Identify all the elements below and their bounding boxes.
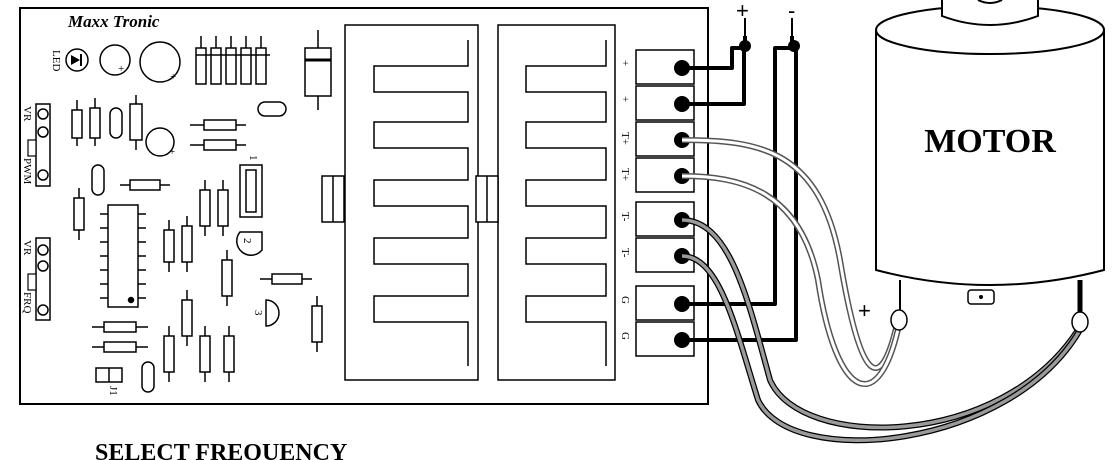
pin-header: 1 <box>239 155 263 218</box>
motor-plus-label: + <box>858 298 871 323</box>
transistor-3-label: 3 <box>252 310 264 316</box>
diode-component <box>304 30 332 110</box>
oval-pad <box>257 101 287 117</box>
motor: MOTOR <box>875 0 1105 333</box>
terminal-label-6: T- <box>619 248 631 258</box>
supply-plus-label: + <box>736 0 749 23</box>
transistor-2: 2 <box>236 231 263 256</box>
resistor-group-horizontal <box>92 119 312 353</box>
transistor-3: 3 <box>252 299 280 327</box>
cap-mid-plus-label: + <box>169 146 175 158</box>
terminal-label-8: G <box>619 332 631 340</box>
supply-minus-node <box>788 40 800 52</box>
jumper-label: J1 <box>107 386 119 396</box>
supply-minus-label: - <box>788 0 795 23</box>
terminal-label-3: T+ <box>619 132 631 145</box>
trimmer-frq: VR FRQ <box>21 237 51 321</box>
vr2-label: VR <box>21 240 33 256</box>
capacitor-small: + <box>99 44 131 76</box>
motor-label: MOTOR <box>924 123 1056 160</box>
capacitor-mid <box>145 127 175 157</box>
cap-large-plus-label: + <box>170 71 176 83</box>
resistor-array <box>195 36 270 85</box>
pwm-label: PWM <box>21 158 33 185</box>
terminal-label-2: + <box>619 96 631 102</box>
supply-plus-node <box>739 40 751 52</box>
cap-plus-label: + <box>118 63 124 75</box>
heatsink-left <box>321 24 479 381</box>
terminal-label-1: + <box>619 60 631 66</box>
trimmer-pwm: VR PWM <box>21 103 51 187</box>
resistor-group-left <box>71 95 143 150</box>
ic-chip <box>100 204 146 308</box>
frq-label: FRQ <box>21 292 33 313</box>
terminal-label-7: G <box>619 296 631 304</box>
pin1-label: 1 <box>247 155 259 161</box>
oval-pad-3 <box>141 361 155 393</box>
caption-select-frequency: SELECT FREQUENCY <box>95 440 347 460</box>
capacitor-large: + <box>139 41 181 83</box>
led-label: LED <box>50 50 62 71</box>
resistor-group-vertical <box>73 180 323 382</box>
oval-pad-2 <box>91 164 105 196</box>
terminal-label-5: T- <box>619 212 631 222</box>
heatsink-right <box>475 24 616 381</box>
brand-label: Maxx Tronic <box>67 12 160 31</box>
gray-wires <box>681 217 1083 444</box>
terminal-label-4: T+ <box>619 168 631 181</box>
jumper-j1: J1 <box>95 367 123 396</box>
transistor-2-label: 2 <box>241 238 253 244</box>
vr1-label: VR <box>21 106 33 122</box>
trigger-wires <box>681 137 903 387</box>
led-component: LED <box>50 48 89 72</box>
